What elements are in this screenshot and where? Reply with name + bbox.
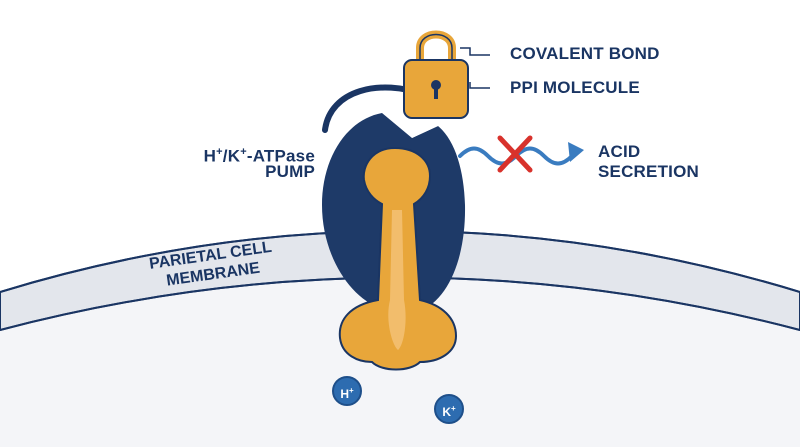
blocked-x-icon [497, 135, 533, 173]
acid-secretion-arrow-head [568, 142, 584, 162]
ppi-molecule-leader [469, 82, 490, 89]
k-ion: K+ [434, 394, 464, 424]
covalent-bond-leader [460, 47, 490, 56]
pump-gap-cutout [410, 117, 438, 138]
h-ion: H+ [332, 376, 362, 406]
channel-highlight [388, 210, 406, 350]
covalent-bond-label: COVALENT BOND [510, 44, 660, 63]
ppi-molecule-label: PPI MOLECULE [510, 78, 640, 97]
lock-keyhole-slot [434, 85, 438, 99]
pump-label-line2: PUMP [265, 162, 315, 181]
acid-label-line1: ACID [598, 142, 641, 161]
acid-label-line2: SECRETION [598, 162, 699, 181]
lock-shackle-outline [419, 33, 453, 62]
pump-label-line1: H+/K+-ATPase [203, 146, 315, 166]
